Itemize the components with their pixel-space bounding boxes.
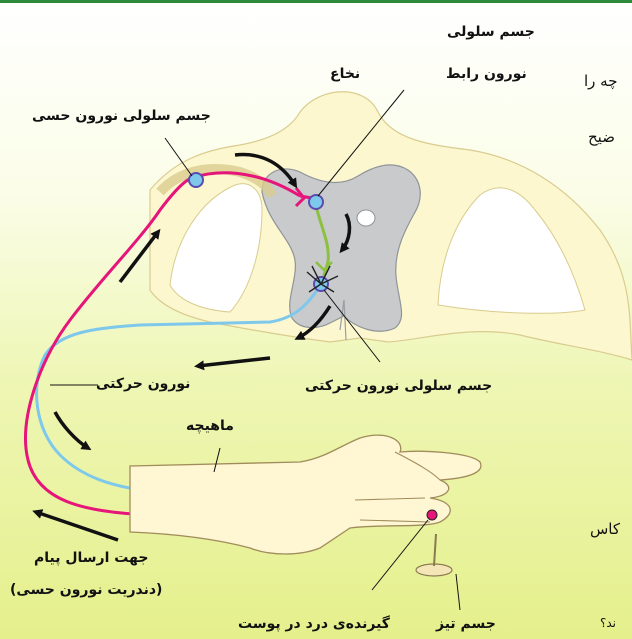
leader-pain-receptor (372, 520, 428, 590)
interneuron-cell-body (309, 195, 323, 209)
label-motor-neuron: نورون حرکتی (96, 376, 190, 393)
leader-pin (456, 574, 460, 610)
pin-shaft (434, 534, 436, 566)
side-text-3: کاس (590, 520, 620, 538)
label-interneuron-body-line1: جسم سلولی (447, 24, 535, 41)
label-spinal-cord: نخاع (330, 66, 360, 83)
label-pain-receptor: گیرنده‌ی درد در پوست (238, 616, 390, 633)
label-message-direction: جهت ارسال پیام (34, 550, 148, 567)
label-sensory-cell-body: جسم سلولی نورون حسی (32, 108, 211, 125)
arrow-motor-left (198, 358, 270, 366)
arrow-sensory-left (36, 512, 118, 540)
label-sensory-dendrite: (دندریت نورون حسی) (10, 582, 162, 599)
side-text-2: ضیح (588, 128, 615, 146)
top-border (0, 0, 632, 3)
label-motor-cell-body: جسم سلولی نورون حرکتی (305, 378, 492, 395)
side-text-1: چه را (584, 72, 618, 90)
arrow-motor-down (55, 412, 88, 448)
label-muscle: ماهیچه (186, 418, 234, 435)
label-sharp-object: جسم تیز (436, 616, 496, 633)
hand (130, 435, 481, 554)
label-interneuron-body-line2: نورون رابط (446, 66, 527, 83)
pain-receptor-dot (427, 510, 437, 520)
central-canal (357, 210, 375, 226)
side-text-4: ند؟ (600, 616, 616, 630)
